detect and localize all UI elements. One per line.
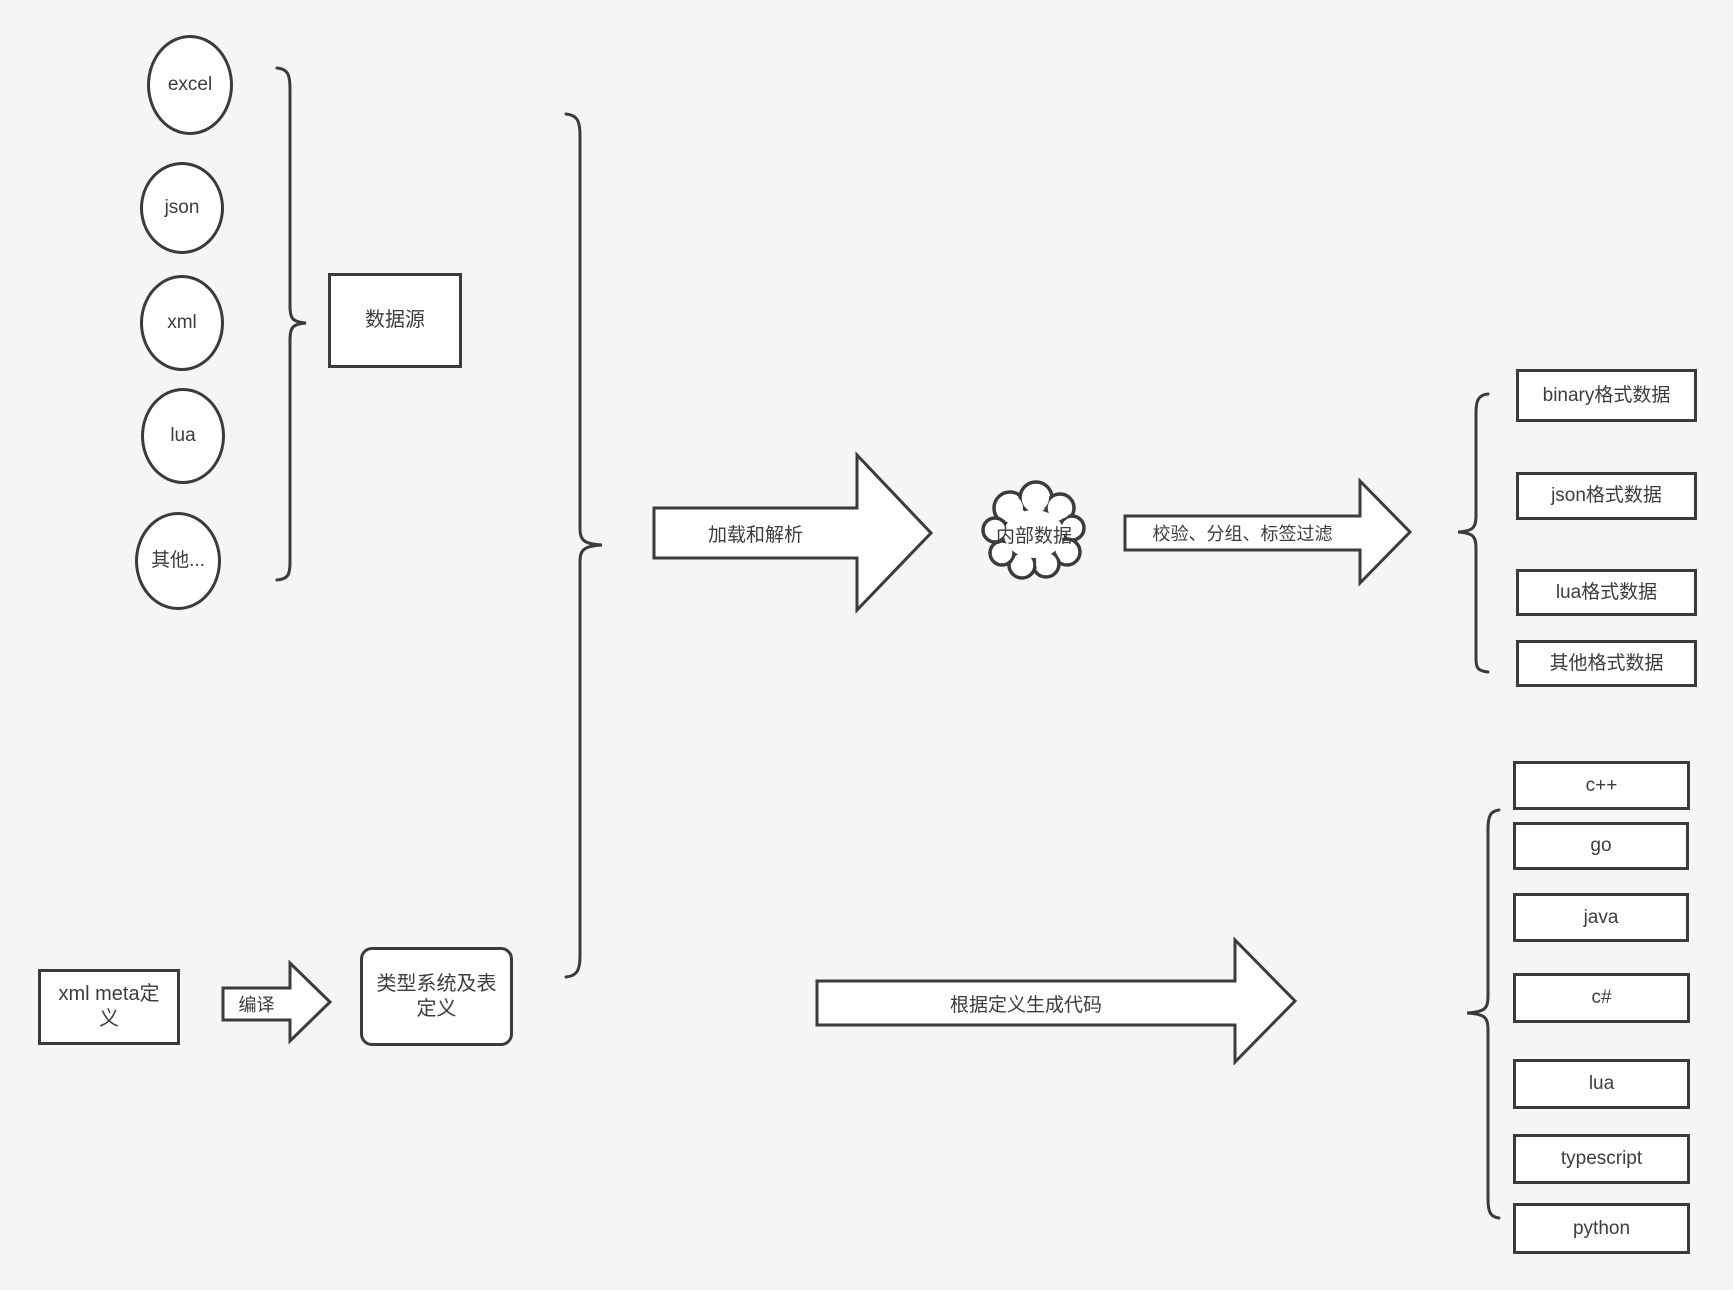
format-label: 其他格式数据 [1549,652,1664,674]
format-box-lua: lua格式数据 [1516,569,1697,616]
format-box-binary: binary格式数据 [1516,369,1697,422]
internal-data-label: 内部数据 [995,525,1072,547]
language-box-lua: lua [1513,1059,1690,1109]
language-box-go: go [1513,822,1689,870]
language-label: java [1583,906,1619,928]
pipeline-input-brace [564,112,603,979]
language-label: c++ [1585,774,1618,796]
source-node-json: json [140,162,224,254]
source-node-xml: xml [140,275,224,371]
format-box-json: json格式数据 [1516,472,1697,520]
validate-filter-arrow-label: 校验、分组、标签过滤 [1152,524,1333,544]
language-label: typescript [1560,1148,1643,1170]
xml-meta-box: xml meta定义 [38,969,180,1045]
language-box-java: java [1513,893,1689,942]
load-parse-arrow-label: 加载和解析 [707,524,803,546]
format-label: json格式数据 [1551,485,1662,507]
language-box-typescript: typescript [1513,1134,1690,1184]
language-box-csharp: c# [1513,973,1690,1023]
internal-data-cloud [981,480,1086,580]
format-label: binary格式数据 [1542,384,1671,406]
codegen-arrow [815,936,1298,1066]
source-label: lua [170,425,196,447]
language-label: c# [1591,987,1612,1009]
data-source-group-box: 数据源 [328,273,462,368]
load-parse-arrow [652,451,934,614]
xml-meta-label: xml meta定义 [58,983,160,1030]
source-node-other: 其他... [135,512,221,610]
source-label: json [164,197,200,219]
language-label: go [1590,835,1612,857]
language-label: python [1572,1217,1631,1239]
codegen-arrow-label: 根据定义生成代码 [949,994,1102,1016]
language-label: lua [1588,1073,1615,1095]
format-label: lua格式数据 [1555,581,1658,603]
sources-brace [275,66,307,582]
language-box-python: python [1513,1203,1690,1254]
validate-filter-arrow [1123,477,1413,587]
data-source-group-label: 数据源 [365,309,425,331]
source-node-lua: lua [141,388,225,484]
type-system-label: 类型系统及表定义 [376,972,497,1020]
type-system-box: 类型系统及表定义 [360,947,513,1046]
source-label: 其他... [151,550,205,572]
source-label: excel [167,74,213,96]
compile-arrow [221,959,333,1045]
source-node-excel: excel [147,35,233,135]
format-box-other: 其他格式数据 [1516,640,1697,687]
languages-brace [1466,808,1501,1220]
language-box-cpp: c++ [1513,761,1690,810]
formats-brace [1457,392,1490,674]
source-label: xml [167,312,197,334]
compile-arrow-label: 编译 [238,995,275,1015]
